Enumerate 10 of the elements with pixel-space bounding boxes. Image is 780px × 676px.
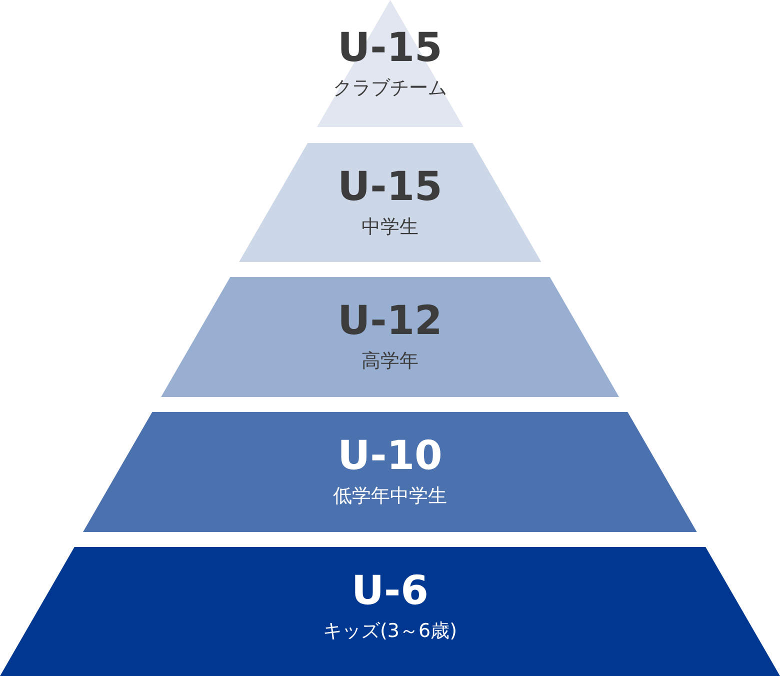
tier-description: 中学生 bbox=[361, 215, 418, 239]
tier-label: U-6 bbox=[352, 569, 428, 613]
tier-label: U-10 bbox=[338, 434, 442, 478]
tier-description: クラブチーム bbox=[332, 76, 447, 100]
tier-description: キッズ(3～6歳) bbox=[322, 619, 457, 643]
tier-label: U-15 bbox=[338, 165, 442, 209]
tier-description: 低学年中学生 bbox=[332, 484, 447, 508]
tier-description: 高学年 bbox=[361, 349, 418, 373]
tier-label: U-12 bbox=[338, 299, 442, 343]
tier-label: U-15 bbox=[338, 26, 442, 70]
